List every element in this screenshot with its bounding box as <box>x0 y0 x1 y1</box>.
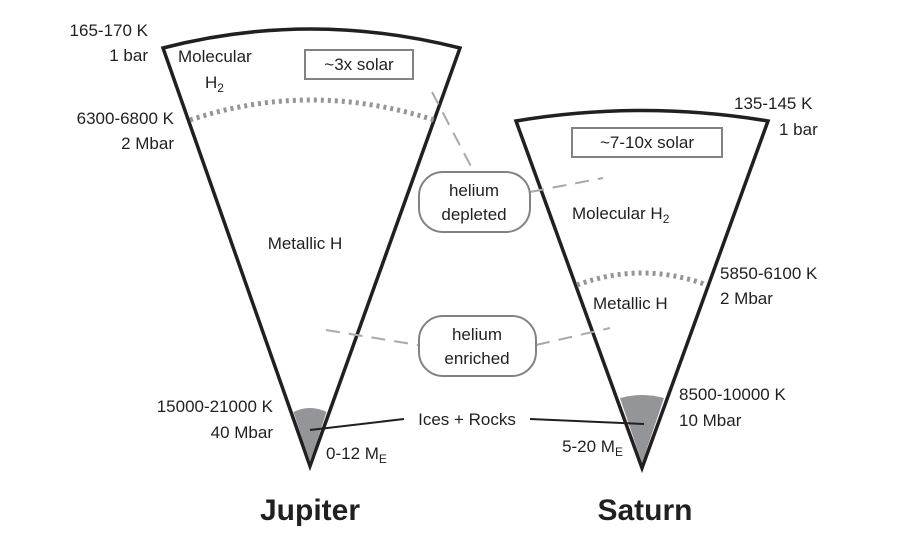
saturn-solar-box <box>571 127 723 158</box>
helium-enriched-line2: enriched <box>444 349 509 368</box>
helium-depleted-leader-jupiter <box>431 91 477 177</box>
saturn-core-pressure: 10 Mbar <box>679 411 742 430</box>
saturn-metallic-label: Metallic H <box>593 294 668 313</box>
helium-depleted-box <box>418 171 531 233</box>
saturn-core-mass: 5-20 ME <box>562 437 623 459</box>
jupiter-solar-label: ~3x solar <box>324 55 394 74</box>
saturn-transition-temp: 5850-6100 K <box>720 264 818 283</box>
saturn-name: Saturn <box>597 494 692 527</box>
jupiter-solar-box <box>304 49 414 80</box>
ices-rocks-leader-jupiter <box>309 418 405 431</box>
saturn-solar-label: ~7-10x solar <box>600 133 694 152</box>
saturn-group <box>513 108 771 474</box>
jupiter-core <box>293 408 327 462</box>
jupiter-molecular-label: Molecular <box>178 47 252 66</box>
jupiter-top-pressure: 1 bar <box>109 46 148 65</box>
saturn-top-temp: 135-145 K <box>734 94 813 113</box>
jupiter-transition-pressure: 2 Mbar <box>121 134 174 153</box>
helium-depleted-line2: depleted <box>441 205 506 224</box>
helium-enriched-leader-saturn <box>535 327 611 346</box>
saturn-transition-pressure: 2 Mbar <box>720 289 773 308</box>
helium-depleted-leader-saturn <box>529 177 604 193</box>
saturn-molecular-metallic-boundary <box>576 270 708 288</box>
jupiter-core-pressure: 40 Mbar <box>211 423 274 442</box>
saturn-top-pressure: 1 bar <box>779 120 818 139</box>
jupiter-group <box>160 27 463 472</box>
jupiter-core-temp: 15000-21000 K <box>157 397 274 416</box>
jupiter-core-mass: 0-12 ME <box>326 444 387 466</box>
helium-depleted-line1: helium <box>449 181 499 200</box>
jupiter-transition-temp: 6300-6800 K <box>77 109 175 128</box>
jupiter-metallic-label: Metallic H <box>268 234 343 253</box>
jupiter-molecular-h2: H2 <box>205 73 224 95</box>
ices-rocks-label: Ices + Rocks <box>418 410 516 429</box>
jupiter-wedge <box>160 27 463 472</box>
helium-enriched-box <box>418 315 537 377</box>
ices-rocks-leader-saturn <box>529 418 645 425</box>
saturn-wedge <box>513 108 771 474</box>
saturn-core-temp: 8500-10000 K <box>679 385 786 404</box>
helium-enriched-line1: helium <box>452 325 502 344</box>
jupiter-name: Jupiter <box>260 494 360 527</box>
jupiter-top-temp: 165-170 K <box>70 21 149 40</box>
helium-enriched-leader-jupiter <box>325 329 419 346</box>
saturn-core <box>620 395 664 463</box>
saturn-molecular-label: Molecular H2 <box>572 204 670 226</box>
